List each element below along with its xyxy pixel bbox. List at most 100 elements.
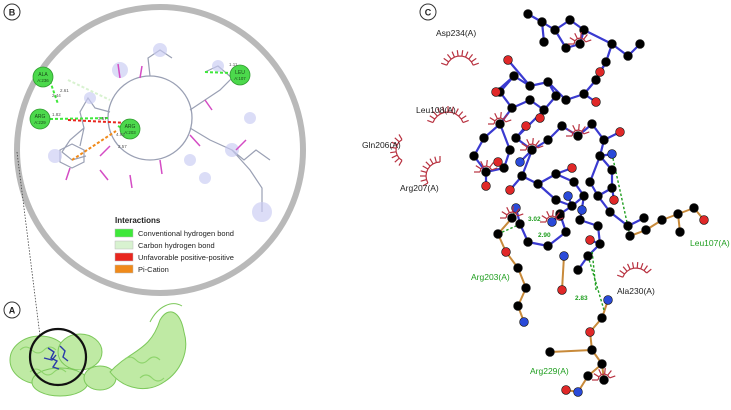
residue-label-leu107: Leu107(A) <box>690 238 730 248</box>
hbond-residue-labels: Arg203(A) Leu107(A) Arg229(A) <box>471 238 730 376</box>
ligand-branch-side <box>231 149 271 161</box>
atom-N <box>559 251 569 261</box>
atom-O <box>493 157 503 167</box>
atom-C <box>551 195 561 205</box>
atom-C <box>565 15 575 25</box>
arc-spoke <box>456 50 459 57</box>
atom-C <box>587 345 597 355</box>
arc-spoke <box>627 263 631 270</box>
atom-C <box>515 219 525 229</box>
atom-C <box>493 229 503 239</box>
atom-O <box>585 235 595 245</box>
arc-spoke <box>451 51 456 58</box>
residue-label-gln206: Gln206(A) <box>362 140 401 150</box>
atom-C <box>539 105 549 115</box>
atom-O <box>609 195 619 205</box>
arc-curve <box>432 111 464 123</box>
panel-c-label: C <box>425 8 432 18</box>
arc-spoke <box>604 368 606 375</box>
arc-spoke <box>464 51 469 58</box>
arc-spoke <box>567 129 574 134</box>
arc-spoke <box>503 114 508 120</box>
atom-O <box>481 181 491 191</box>
hydrophobic-arc <box>390 134 403 166</box>
arc-spoke <box>394 157 400 163</box>
hbond-line <box>497 225 517 235</box>
atom-C <box>583 251 593 261</box>
distance-label-1: 2.61 <box>60 88 69 93</box>
residue-label-ala230: Ala230(A) <box>617 286 655 296</box>
arc-spoke <box>429 115 436 120</box>
arc-spoke <box>422 182 429 187</box>
atom-C <box>543 135 553 145</box>
atom-C <box>607 39 617 49</box>
arc-spoke <box>569 37 576 42</box>
hbond-line <box>587 255 605 311</box>
arc-spoke <box>489 162 494 168</box>
atom-O <box>567 163 577 173</box>
atom-C <box>575 215 585 225</box>
residue-arg229 <box>29 108 51 130</box>
legend-swatch <box>114 240 134 250</box>
atom-O <box>505 185 515 195</box>
panel-a-badge <box>3 301 21 319</box>
residue-bond <box>561 255 565 291</box>
residue-arg229-name: ARG <box>35 114 46 120</box>
hydrophobic-arc <box>420 156 441 187</box>
atom-O <box>503 55 513 65</box>
residue-arg203-name: ARG <box>125 124 136 130</box>
interactions-legend: Interactions Conventional hydrogen bondC… <box>114 216 234 274</box>
arc-spoke <box>446 54 452 60</box>
arc-spoke <box>505 119 512 123</box>
atom-C <box>567 201 577 211</box>
residue-ala236-id: A:236 <box>37 78 49 83</box>
atom-C <box>509 71 519 81</box>
arc-spoke <box>462 119 469 124</box>
arc-curve <box>571 129 585 137</box>
arc-spoke <box>537 145 544 149</box>
arc-spoke <box>472 62 479 66</box>
atom-C <box>641 225 651 235</box>
arc-spoke <box>607 370 612 376</box>
arc-spoke <box>458 111 464 117</box>
arc-spoke <box>500 112 502 119</box>
arc-curve <box>525 143 539 151</box>
arc-curve <box>597 373 611 381</box>
zoom-connector <box>16 151 41 337</box>
atom-C <box>551 91 561 101</box>
arc-spoke <box>391 141 398 146</box>
atom-O <box>585 327 595 337</box>
atom-C <box>585 177 595 187</box>
arc-spoke <box>541 215 548 220</box>
arc-curve <box>425 161 441 184</box>
atom-N <box>563 191 573 201</box>
arc-spoke <box>442 106 445 113</box>
distance-label-3: 1.82 <box>52 112 61 117</box>
atom-N <box>515 157 525 167</box>
ligand-bound <box>43 345 69 370</box>
atom-C <box>593 221 603 231</box>
arc-spoke <box>631 262 635 269</box>
atom-C <box>561 43 571 53</box>
atom-C <box>521 283 531 293</box>
arc-spoke <box>434 156 437 163</box>
atom-C <box>569 177 579 187</box>
residue-label-arg207: Arg207(A) <box>400 183 439 193</box>
atom-C <box>561 227 571 237</box>
atom-C <box>595 239 605 249</box>
residue-label-asp234: Asp234(A) <box>436 28 476 38</box>
hydrophobic-arc <box>540 210 564 223</box>
atom-O <box>501 247 511 257</box>
protein-helices <box>19 346 165 382</box>
arc-spoke <box>461 50 464 57</box>
residue-ala236 <box>32 66 54 88</box>
distance-label-2: 2.44 <box>52 93 61 98</box>
arc-spoke <box>443 57 449 63</box>
distance-label-6: 2.57 <box>118 144 127 149</box>
arc-spoke <box>557 217 564 221</box>
atom-C <box>545 347 555 357</box>
atom-C <box>573 131 583 141</box>
arc-spoke <box>475 165 482 170</box>
arc-curve <box>505 211 519 219</box>
arc-spoke <box>581 126 586 132</box>
